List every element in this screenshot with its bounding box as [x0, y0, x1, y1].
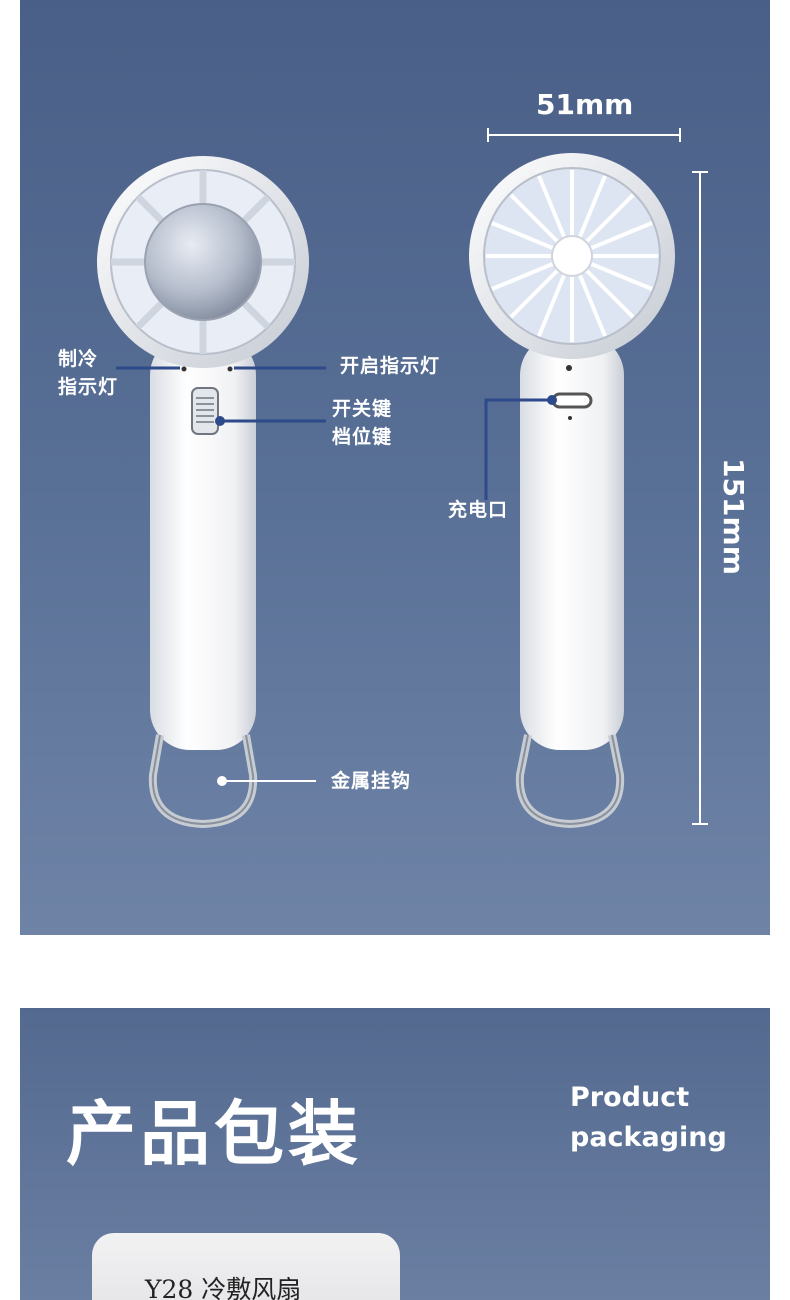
width-dimension-label: 51mm: [536, 88, 634, 121]
height-dimension-line: [692, 171, 708, 825]
packaging-box-label: Y28 冷敷风扇: [145, 1275, 302, 1300]
callout-hook-dot: [217, 776, 227, 786]
packaging-box: [92, 1233, 400, 1300]
packaging-title-en: Product packaging: [570, 1082, 727, 1153]
label-charging-port: 充电口: [448, 499, 509, 521]
label-cooling-indicator: 制冷 指示灯: [58, 348, 119, 398]
back-dot-top: [566, 365, 572, 371]
callout-charging-dot: [547, 395, 557, 405]
label-switch-key: 开关键 档位键: [332, 398, 393, 448]
back-dot-bottom: [568, 416, 572, 420]
metal-hook-front-edge: [151, 734, 255, 826]
height-dimension-label: 151mm: [716, 458, 750, 575]
fan-front: [97, 156, 309, 829]
cooling-indicator-dot: [181, 366, 187, 372]
metal-hook-back-edge: [518, 734, 622, 826]
packaging-panel: 产品包装 Product packaging Y28 冷敷风扇: [20, 1008, 770, 1300]
width-dimension-line: [487, 128, 681, 142]
fan-hub-front: [144, 203, 262, 321]
callout-switch-dot: [215, 416, 225, 426]
switch-button: [191, 387, 219, 435]
callout-lines: [116, 366, 552, 500]
packaging-title-cn: 产品包装: [66, 1093, 362, 1175]
callout-charging: [484, 398, 552, 500]
label-metal-hook: 金属挂钩: [331, 770, 412, 792]
spec-panel: 制冷 指示灯 开启指示灯 开关键 档位键 充电口 金属挂钩 51mm 151mm: [20, 0, 770, 935]
handle-back: [520, 335, 624, 750]
fan-back: [469, 153, 675, 829]
fan-hub-back: [551, 235, 593, 277]
usb-c-port: [551, 392, 593, 409]
spec-illustration: [97, 128, 708, 829]
power-indicator-dot: [227, 366, 233, 372]
handle-front: [150, 335, 256, 750]
label-power-indicator: 开启指示灯: [340, 355, 441, 377]
